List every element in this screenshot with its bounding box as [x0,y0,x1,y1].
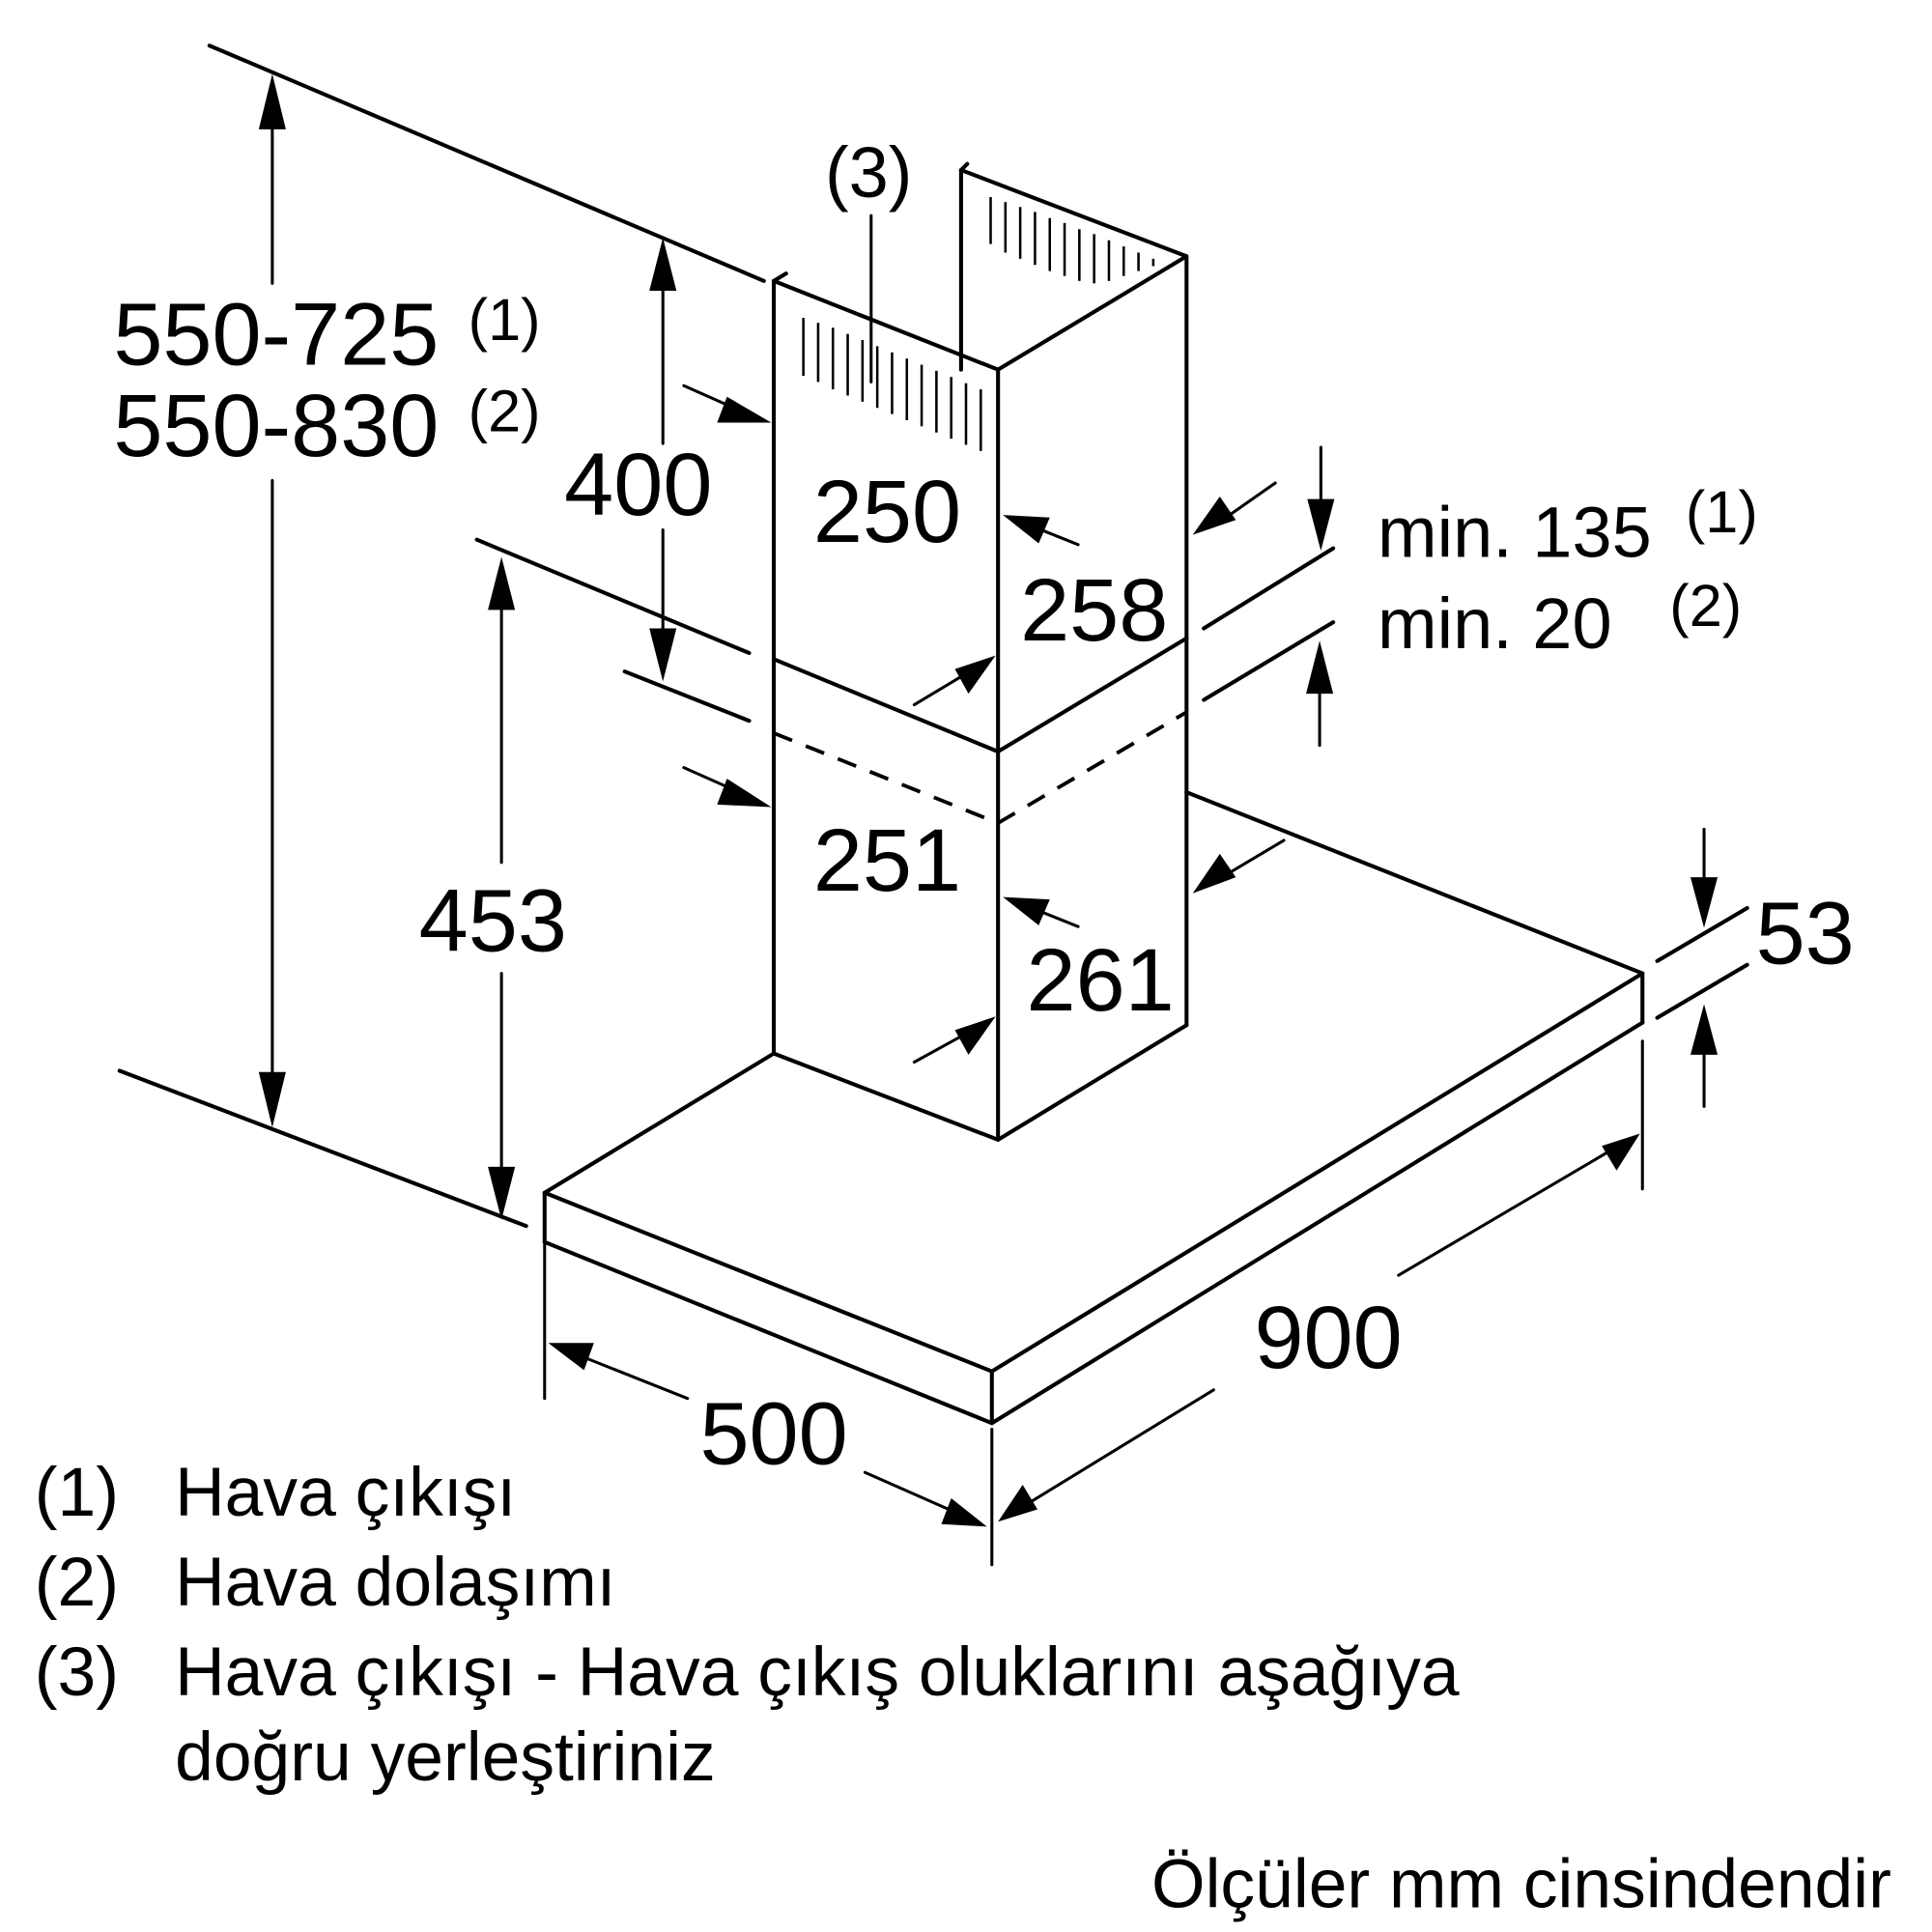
vent-slots-back [989,197,1155,284]
lower-chimney-width-label: 251 [813,811,961,910]
vent-slots-front [802,318,982,451]
lower-height-label: 453 [419,872,567,971]
total-height-1-note: (1) [469,287,541,353]
upper-chimney-height-label: 400 [564,436,712,534]
dimension-labels: (3) 550-725 (1) 550-830 (2) 400 250 258 … [113,132,1854,1483]
clearance-1-label: min. 135 [1378,493,1652,573]
callout-3-label: (3) [825,132,912,213]
lower-chimney [771,636,1189,1142]
total-height-2-label: 550-830 [113,377,439,475]
clearance-1-note: (1) [1686,479,1758,545]
lower-chimney-depth-label: 261 [1027,931,1175,1030]
total-height-1-label: 550-725 [113,286,439,384]
clearance-2-label: min. 20 [1378,583,1612,664]
upper-chimney [771,161,1189,754]
total-height-2-note: (2) [469,378,541,443]
reference-lines [117,43,1749,1567]
legend-num-2: (2) [35,1544,119,1621]
legend-num-1: (1) [35,1454,119,1531]
clearance-2-note: (2) [1669,573,1742,639]
upper-chimney-depth-label: 258 [1020,561,1168,660]
units-note: Ölçüler mm cinsindendir [1151,1845,1891,1922]
legend-text-1: Hava çıkışı [175,1454,516,1531]
legend-text-2: Hava dolaşımı [175,1544,615,1621]
canopy [542,790,1645,1426]
legend-text-3-cont: doğru yerleştiriniz [175,1719,716,1796]
upper-chimney-width-label: 250 [813,463,961,561]
legend-text-3: Hava çıkışı - Hava çıkış oluklarını aşağ… [175,1634,1460,1711]
dimension-arrows [258,73,1719,1527]
legend-num-3: (3) [35,1634,119,1711]
legend: (1) Hava çıkışı (2) Hava dolaşımı (3) Ha… [35,1454,1460,1796]
canopy-thickness-label: 53 [1756,884,1855,982]
canopy-width-label: 900 [1254,1289,1402,1387]
canopy-depth-label: 500 [699,1384,847,1483]
